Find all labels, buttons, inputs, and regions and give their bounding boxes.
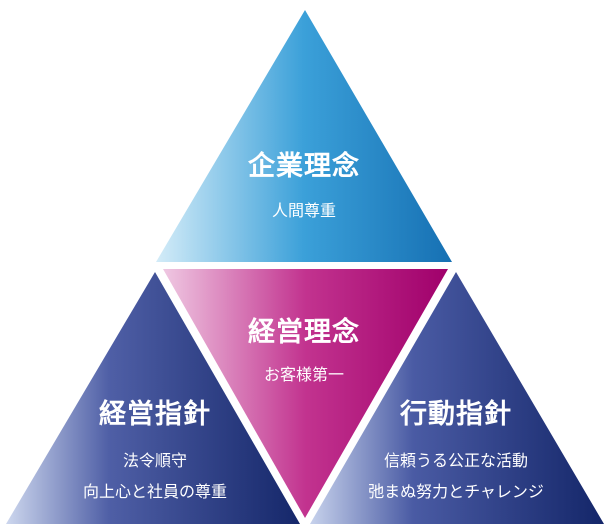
left-triangle-title: 経営指針 bbox=[99, 398, 211, 430]
top-triangle-title: 企業理念 bbox=[248, 150, 360, 182]
left-triangle-group: 経営指針 法令順守 向上心と社員の尊重 bbox=[6, 272, 300, 524]
right-triangle-line-1: 信頼うる公正な活動 bbox=[384, 451, 528, 470]
center-triangle-title: 経営理念 bbox=[248, 316, 360, 348]
right-triangle-line-2: 弛まぬ努力とチャレンジ bbox=[368, 482, 544, 501]
left-triangle-line-1: 法令順守 bbox=[123, 451, 187, 470]
center-triangle-line-1: お客様第一 bbox=[264, 365, 344, 384]
top-triangle-line-1: 人間尊重 bbox=[272, 201, 336, 220]
center-triangle bbox=[163, 269, 448, 518]
center-triangle-group: 経営理念 お客様第一 bbox=[163, 269, 448, 518]
right-triangle-group: 行動指針 信頼うる公正な活動 弛まぬ努力とチャレンジ bbox=[310, 272, 604, 524]
top-triangle bbox=[156, 10, 452, 262]
right-triangle bbox=[310, 272, 604, 524]
right-triangle-title: 行動指針 bbox=[399, 398, 512, 430]
top-triangle-group: 企業理念 人間尊重 bbox=[156, 10, 452, 262]
left-triangle-line-2: 向上心と社員の尊重 bbox=[83, 482, 227, 501]
left-triangle bbox=[6, 272, 300, 524]
